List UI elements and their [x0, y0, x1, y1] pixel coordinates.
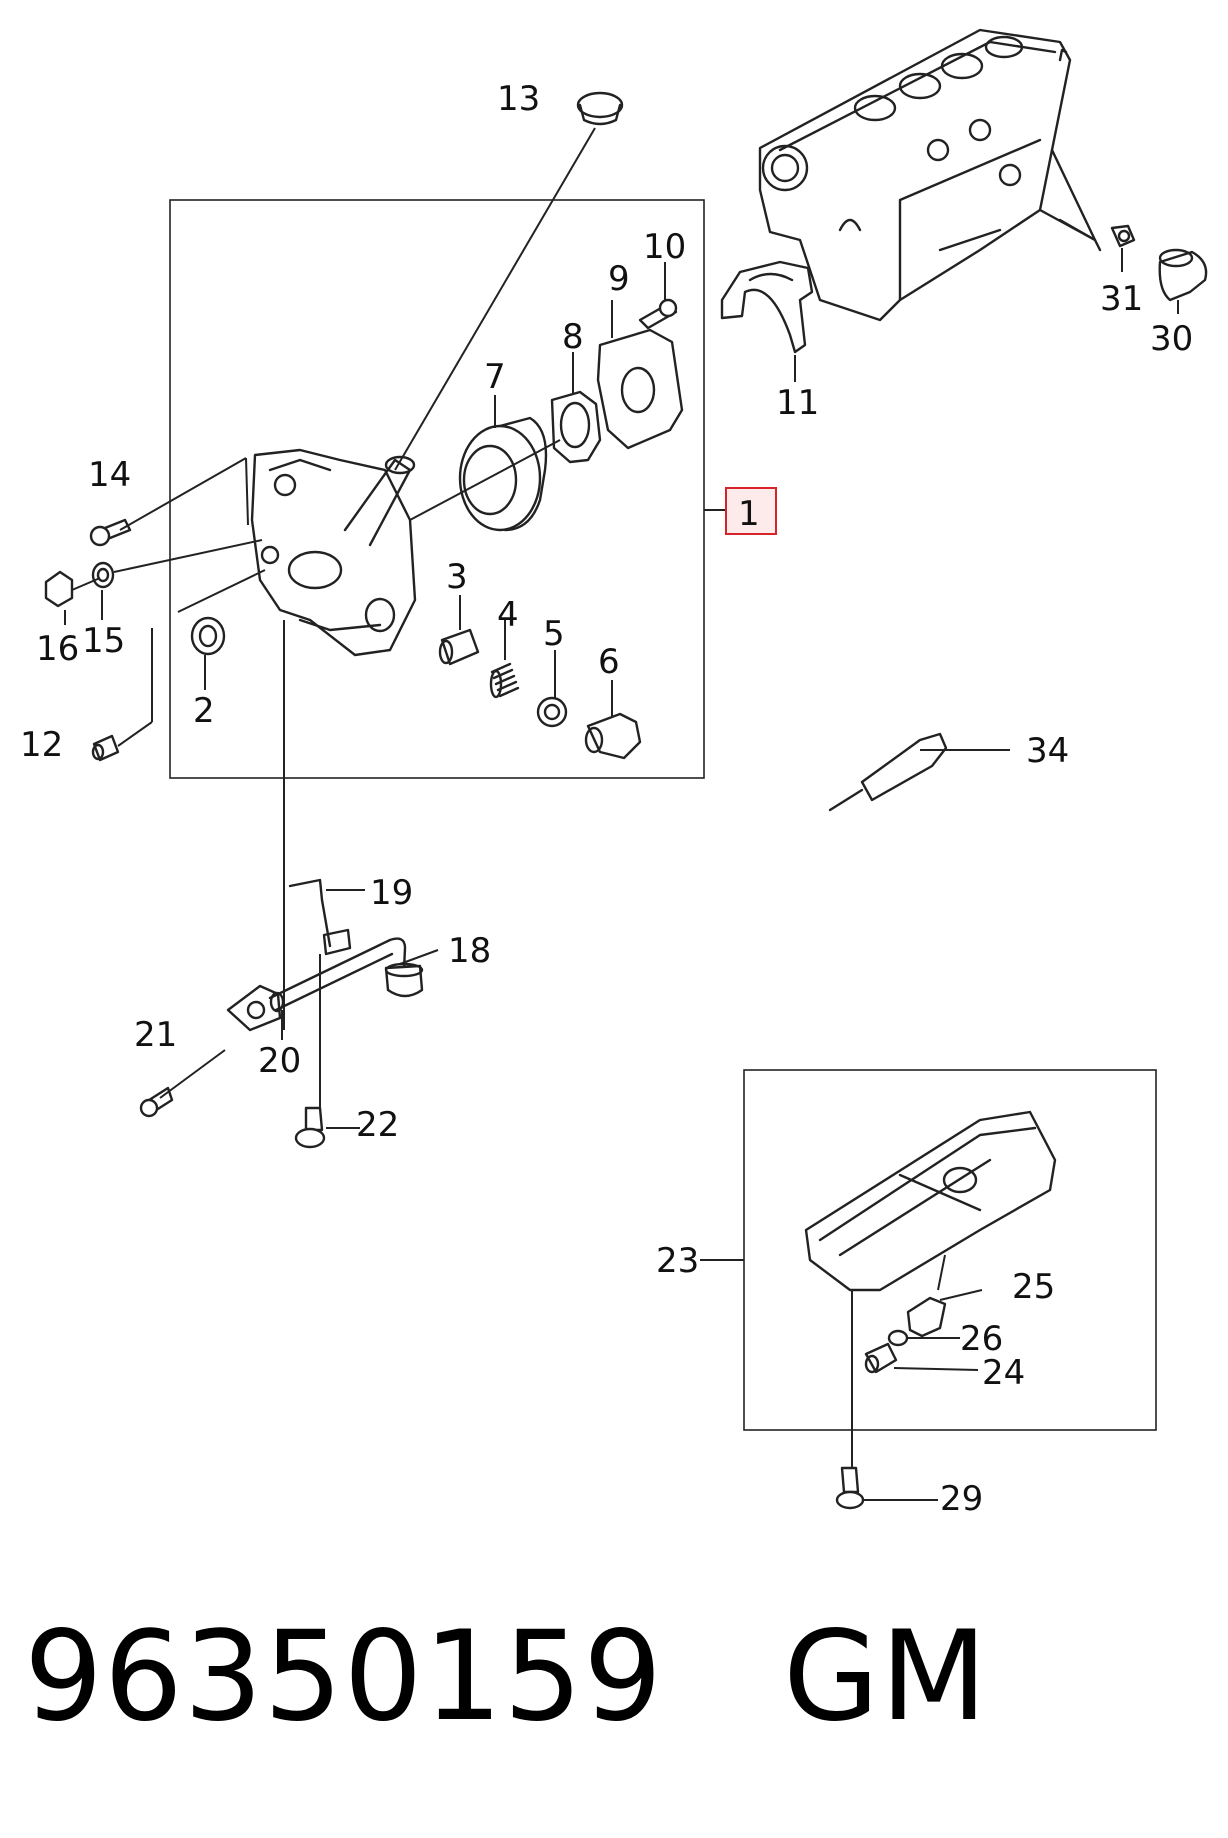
part-31-oil-fitting	[1110, 224, 1136, 248]
part-9-cover-plate	[596, 328, 684, 450]
oil-pickup-tube-illustration	[226, 937, 424, 1032]
part-19-bracket	[288, 878, 352, 956]
callout-18: 18	[448, 931, 491, 971]
part-34-sealant-tube	[828, 732, 948, 812]
part-5-washer	[536, 696, 568, 728]
part-23-oil-pan	[804, 1110, 1057, 1292]
part-30-oil-filter	[1158, 248, 1208, 302]
brand-name: GM	[783, 1605, 989, 1749]
part-11-seal-retainer	[720, 260, 814, 354]
callout-2: 2	[193, 691, 215, 731]
callout-26: 26	[960, 1319, 1003, 1359]
oil-pump-housing-illustration	[250, 448, 417, 657]
part-number: 96350159	[24, 1605, 664, 1749]
part-10-bolt	[638, 298, 678, 330]
part-26-washer	[887, 1329, 909, 1347]
callout-20: 20	[258, 1041, 301, 1081]
callout-1-highlight-box	[725, 487, 777, 535]
callout-29: 29	[940, 1479, 983, 1519]
callout-12: 12	[20, 725, 63, 765]
callout-7: 7	[484, 357, 506, 397]
callout-8: 8	[562, 317, 584, 357]
callout-11: 11	[776, 383, 819, 423]
part-number-caption: 96350159 GM	[24, 1605, 988, 1749]
callout-34: 34	[1026, 731, 1069, 771]
part-8-drive-gear	[550, 390, 602, 464]
part-7-outer-rotor	[458, 416, 548, 532]
part-16-plug	[44, 570, 74, 608]
part-2-seal	[190, 616, 226, 656]
callout-22: 22	[356, 1105, 399, 1145]
callout-30: 30	[1150, 319, 1193, 359]
callout-13: 13	[497, 79, 540, 119]
callout-19: 19	[370, 873, 413, 913]
part-13-plug	[576, 91, 624, 126]
callout-23: 23	[656, 1241, 699, 1281]
engine-block-illustration	[758, 28, 1102, 322]
callout-1: 1	[738, 494, 760, 534]
leader-lines	[64, 127, 1179, 1501]
callout-10: 10	[643, 227, 686, 267]
callout-31: 31	[1100, 279, 1143, 319]
part-25-drain-seal	[906, 1296, 947, 1338]
callout-14: 14	[88, 455, 131, 495]
callout-25: 25	[1012, 1267, 1055, 1307]
part-4-relief-spring	[489, 662, 520, 699]
callout-24: 24	[982, 1353, 1025, 1393]
part-6-plug	[584, 712, 642, 760]
callout-6: 6	[598, 642, 620, 682]
part-29-bolt	[835, 1466, 865, 1510]
part-3-relief-valve	[438, 628, 480, 666]
callout-3: 3	[446, 557, 468, 597]
callout-labels: 1 2 3 4 5 6 7 8 9 10 11 12 13 14 15 16 1…	[20, 79, 1193, 1519]
part-12-dowel	[91, 734, 120, 762]
callout-16: 16	[36, 629, 79, 669]
callout-15: 15	[82, 621, 125, 661]
callout-21: 21	[134, 1015, 177, 1055]
callout-9: 9	[608, 259, 630, 299]
callout-4: 4	[497, 595, 519, 635]
part-15-washer	[91, 561, 115, 589]
oil-pan-assembly-frame	[743, 1069, 1157, 1431]
callout-5: 5	[543, 614, 565, 654]
oil-pump-assembly-frame	[169, 199, 705, 779]
part-14-bolt	[89, 518, 132, 547]
part-24-drain-plug	[864, 1342, 898, 1374]
part-22-bolt	[294, 1106, 326, 1149]
